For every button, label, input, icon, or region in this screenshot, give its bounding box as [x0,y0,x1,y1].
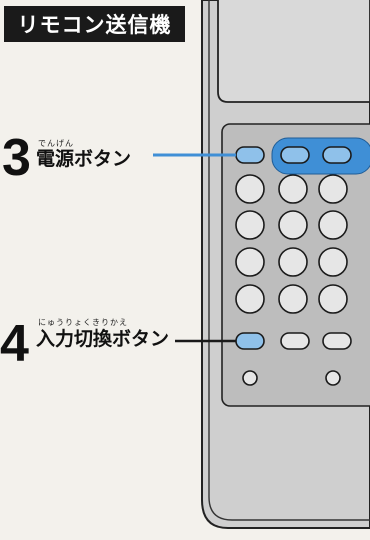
row-button-2 [280,332,310,350]
small-button-right [325,370,341,386]
number-key [278,210,308,240]
row-button-3 [322,332,352,350]
top-button-3 [322,146,352,164]
number-key [318,210,348,240]
page-title: リモコン送信機 [4,6,185,42]
top-button-2 [280,146,310,164]
step-4-ruby: にゅうりょくきりかえ [38,318,128,327]
number-keypad [235,174,348,314]
number-key [318,247,348,277]
number-key [278,284,308,314]
step-4-number: 4 [0,315,29,373]
number-key [235,247,265,277]
number-key [318,174,348,204]
number-key [278,247,308,277]
number-key [235,210,265,240]
number-key [318,284,348,314]
small-button-left [242,370,258,386]
step-3-label: 電源ボタン [36,148,132,170]
step-3-number: 3 [2,129,31,187]
number-key [235,174,265,204]
number-key [235,284,265,314]
power-button [235,146,265,164]
input-select-button [235,332,265,350]
step-3-ruby: でんげん [38,139,74,148]
remote-top-panel [217,0,370,103]
number-key [278,174,308,204]
step-4-label: 入力切換ボタン [36,328,170,350]
